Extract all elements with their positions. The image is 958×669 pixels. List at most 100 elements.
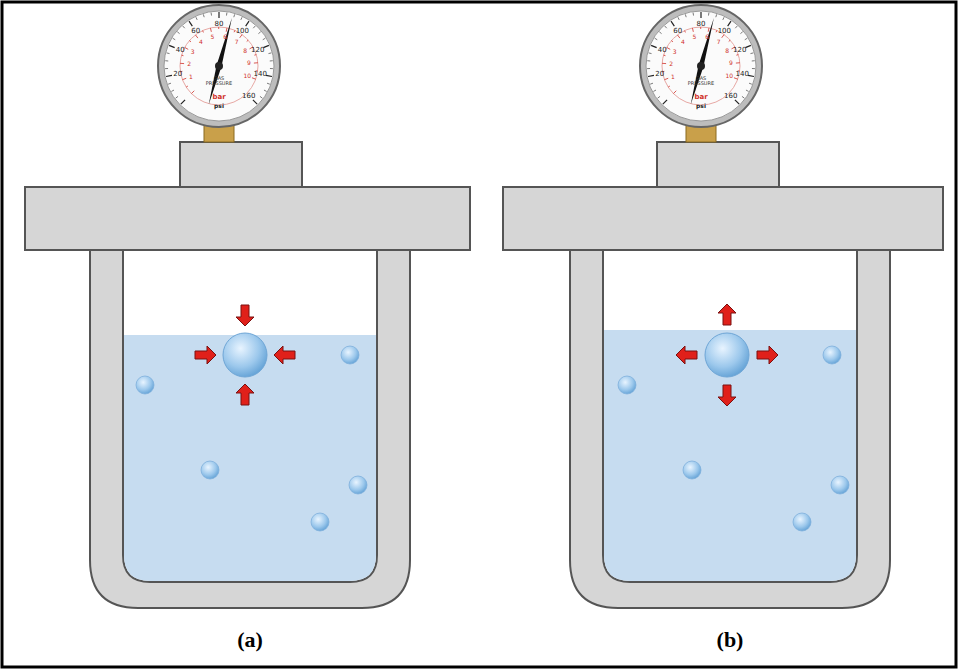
psi-tick (267, 83, 270, 84)
bar-tick (186, 86, 188, 87)
bar-number: 4 (199, 39, 203, 45)
psi-tick (268, 52, 271, 54)
small-bubble (341, 346, 359, 364)
bar-tick (191, 91, 194, 94)
psi-number: 60 (673, 28, 682, 35)
psi-tick (211, 13, 212, 16)
psi-number: 60 (191, 28, 200, 35)
psi-tick (270, 60, 273, 61)
gauge-bezel (640, 5, 762, 127)
bar-ring (662, 27, 740, 105)
bar-tick (671, 41, 673, 42)
psi-tick (671, 21, 674, 26)
bar-tick (664, 78, 668, 79)
psi-tick (168, 83, 171, 84)
bar-tick (254, 54, 256, 56)
bar-tick (729, 40, 730, 41)
gauge-title: GAS PRESSURE (684, 76, 718, 86)
bar-tick (252, 78, 256, 79)
vessel-wall (90, 250, 410, 608)
panel-label: (b) (717, 629, 744, 651)
bar-number: 6 (223, 34, 227, 40)
bar-number: 7 (717, 39, 721, 45)
bar-tick (182, 78, 186, 79)
force-arrow (718, 304, 736, 325)
force-arrow (718, 385, 736, 406)
psi-tick (700, 12, 701, 18)
large-bubble (705, 333, 749, 377)
vessel-interior (123, 250, 377, 582)
gauge-bezel (158, 5, 280, 127)
large-bubble (223, 333, 267, 377)
force-arrow (236, 305, 254, 326)
liquid (604, 330, 856, 581)
psi-tick (653, 90, 656, 91)
bar-tick (673, 91, 676, 94)
psi-tick (740, 32, 742, 34)
small-bubble (311, 513, 329, 531)
bar-number: 8 (725, 48, 729, 54)
bar-tick (240, 35, 242, 38)
psi-tick (264, 90, 267, 91)
psi-tick (752, 68, 755, 69)
gauge-mount (657, 142, 779, 187)
psi-number: 80 (215, 21, 224, 28)
small-bubble (201, 461, 219, 479)
force-arrow (195, 346, 216, 364)
psi-tick (165, 60, 168, 61)
psi-tick (181, 100, 185, 104)
unit-label: bar (694, 94, 707, 101)
unit-label: psi (696, 103, 706, 109)
bar-number: 7 (235, 39, 239, 45)
psi-tick (735, 100, 739, 104)
psi-tick (678, 17, 679, 20)
bar-number: 2 (187, 61, 191, 67)
bar-number: 9 (247, 60, 251, 66)
psi-tick (748, 75, 754, 76)
psi-tick (169, 45, 175, 47)
psi-number: 120 (251, 46, 264, 53)
psi-number: 160 (242, 92, 255, 99)
psi-tick (171, 90, 174, 91)
gauge-face (646, 11, 756, 121)
force-arrow (236, 384, 254, 405)
psi-tick (655, 38, 658, 40)
psi-tick (176, 96, 178, 98)
bar-tick (708, 28, 710, 32)
lid (503, 187, 943, 250)
psi-tick (165, 68, 168, 69)
bar-tick (210, 28, 212, 32)
bar-number: 10 (243, 73, 251, 79)
gauge-needle (209, 18, 232, 105)
psi-tick (745, 38, 748, 40)
psi-tick (685, 14, 687, 17)
psi-tick (708, 13, 709, 16)
psi-number: 140 (254, 71, 267, 78)
bar-tick (677, 35, 679, 38)
psi-number: 80 (697, 21, 706, 28)
psi-tick (196, 17, 197, 20)
psi-tick (226, 13, 227, 16)
force-arrow (757, 346, 778, 364)
psi-tick (173, 38, 176, 40)
bar-number: 3 (191, 49, 195, 55)
bar-tick (234, 30, 236, 32)
bar-tick (664, 55, 666, 57)
bar-number: 9 (729, 60, 733, 66)
unit-label: bar (212, 94, 225, 101)
gauge-mount (180, 142, 302, 187)
force-arrow (274, 346, 295, 364)
psi-tick (648, 75, 654, 76)
bar-number: 10 (725, 73, 733, 79)
force-arrow (676, 346, 697, 364)
psi-tick (203, 14, 205, 17)
small-bubble (683, 461, 701, 479)
needle-hub (697, 62, 705, 70)
small-bubble (831, 476, 849, 494)
psi-number: 100 (236, 28, 249, 35)
bar-tick (185, 47, 189, 49)
bar-tick (202, 31, 204, 33)
bar-tick (716, 30, 718, 32)
